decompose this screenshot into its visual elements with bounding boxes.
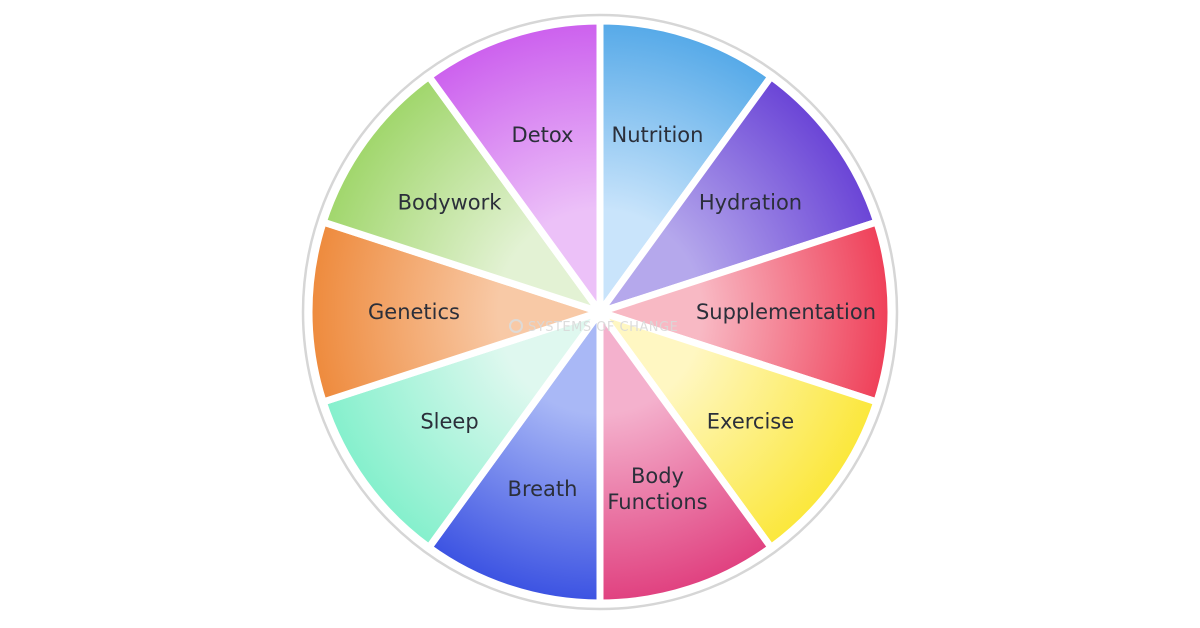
segment-label-line: Breath <box>508 477 578 501</box>
segment-sleep <box>319 308 604 551</box>
watermark: SYSTEMS OF CHANGE <box>509 319 678 335</box>
segment-genetics <box>305 218 604 406</box>
segment-label-line: Hydration <box>699 191 802 215</box>
segment-exercise <box>596 308 881 551</box>
segment-detox <box>425 17 604 316</box>
watermark-text: SYSTEMS OF CHANGE <box>528 320 678 335</box>
segment-label-line: Sleep <box>420 409 478 433</box>
segment-label-sleep: Sleep <box>420 409 478 433</box>
segment-label-genetics: Genetics <box>368 300 460 324</box>
segment-label-detox: Detox <box>512 123 574 147</box>
wheel-segments <box>305 17 895 607</box>
segment-label-line: Detox <box>512 123 574 147</box>
segment-hydration <box>596 73 881 316</box>
segment-nutrition <box>596 17 775 316</box>
segment-label-line: Bodywork <box>398 191 503 215</box>
watermark-logo-icon <box>509 319 523 333</box>
segment-label-exercise: Exercise <box>707 409 794 433</box>
segment-label-nutrition: Nutrition <box>612 123 704 147</box>
wheel-labels: NutritionHydrationSupplementationExercis… <box>368 123 876 514</box>
segment-label-line: Nutrition <box>612 123 704 147</box>
segment-bodywork <box>319 73 604 316</box>
segment-body-functions <box>596 308 775 607</box>
segment-supplementation <box>596 218 895 406</box>
segment-label-hydration: Hydration <box>699 191 802 215</box>
segment-label-supplementation: Supplementation <box>696 300 876 324</box>
segment-label-line: Genetics <box>368 300 460 324</box>
segment-breath <box>425 308 604 607</box>
segment-label-line: Functions <box>607 490 707 514</box>
segment-label-line: Body <box>631 464 684 488</box>
segment-label-bodywork: Bodywork <box>398 191 503 215</box>
segment-label-line: Exercise <box>707 409 794 433</box>
segment-label-line: Supplementation <box>696 300 876 324</box>
segment-label-breath: Breath <box>508 477 578 501</box>
